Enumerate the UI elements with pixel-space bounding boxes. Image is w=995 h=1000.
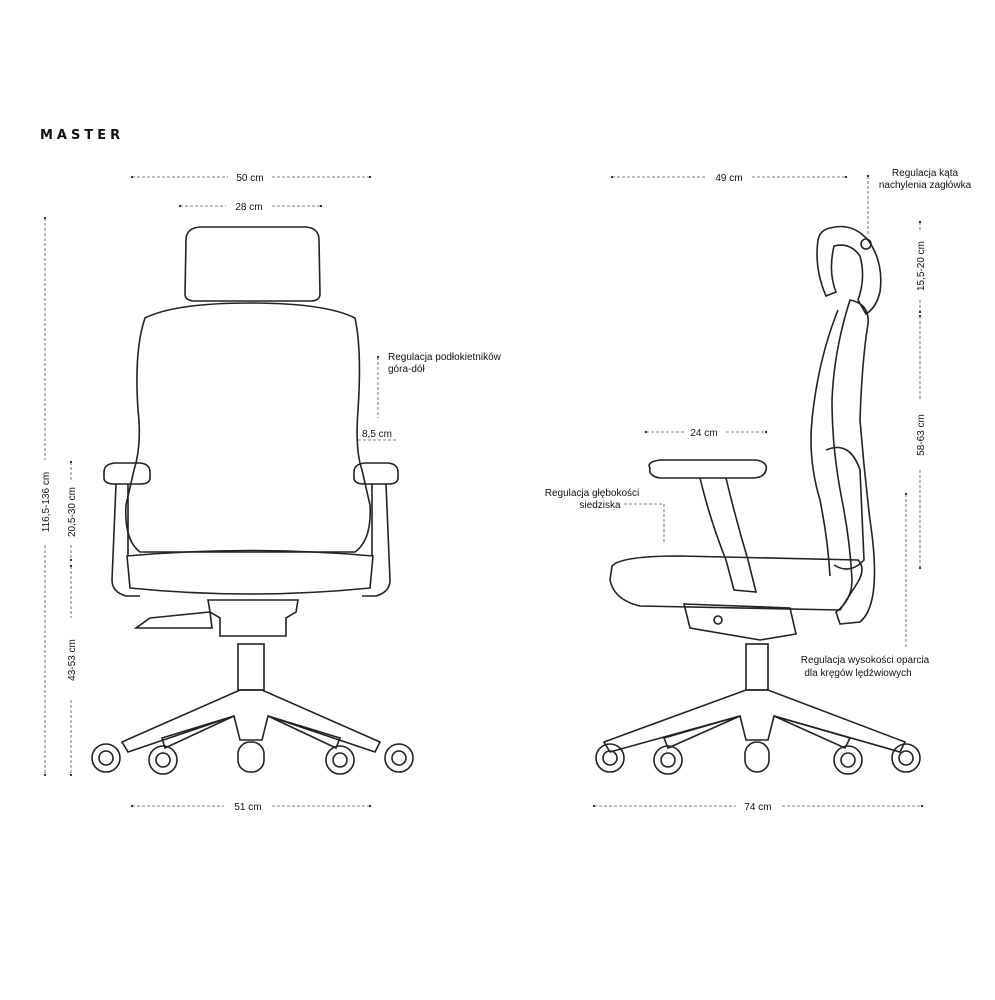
front-total-height-label: 116,5-136 cm — [41, 472, 52, 532]
front-armrest-adjust-label-2: góra-dół — [388, 364, 425, 375]
front-caster-4 — [325, 745, 355, 775]
brand-title: MASTER — [40, 128, 125, 143]
front-base — [120, 689, 382, 753]
front-armrest-pad-width-label: 8,5 cm — [362, 429, 392, 440]
front-seat-height-label: 43-53 cm — [67, 639, 78, 681]
front-caster-3 — [237, 741, 265, 773]
side-lumbar-label-1: Regulacja wysokości oparcia — [801, 655, 930, 666]
side-backrest — [831, 299, 876, 625]
front-caster-2 — [148, 745, 178, 775]
front-base-width-label: 51 cm — [234, 802, 261, 813]
front-armrest-height-label: 20,5-30 cm — [67, 487, 78, 537]
front-armrest-right — [353, 462, 399, 485]
side-headrest-angle-label-1: Regulacja kąta — [892, 168, 959, 179]
side-caster-5 — [891, 743, 921, 773]
front-caster-1 — [91, 743, 121, 773]
side-view-chair — [595, 225, 921, 775]
front-caster-5 — [384, 743, 414, 773]
side-armrest-depth-label: 24 cm — [690, 428, 717, 439]
side-headrest-angle-label-2: nachylenia zagłówka — [879, 180, 972, 191]
front-headrest — [184, 226, 321, 302]
side-gas-lift — [745, 643, 769, 691]
front-seat — [126, 549, 374, 595]
front-backrest — [124, 302, 372, 553]
front-mechanism — [207, 599, 299, 637]
side-caster-1 — [595, 743, 625, 773]
front-gas-lift — [237, 643, 265, 691]
side-seat-depth-label-2: siedziska — [579, 500, 621, 511]
side-base — [602, 689, 907, 753]
side-seat-depth-label-1: Regulacja głębokości — [545, 488, 640, 499]
side-mechanism — [682, 603, 797, 641]
front-headrest-width-label: 28 cm — [235, 202, 262, 213]
side-backrest-height-label: 58-63 cm — [916, 414, 927, 456]
side-headrest — [816, 225, 882, 316]
side-armrest — [648, 459, 768, 479]
side-total-depth-label: 49 cm — [715, 173, 742, 184]
front-view-chair — [91, 226, 414, 775]
front-total-width-label: 50 cm — [236, 173, 263, 184]
front-armrest-adjust-label-1: Regulacja podłokietników — [388, 352, 502, 363]
side-caster-4 — [833, 745, 863, 775]
front-armrest-left — [103, 462, 151, 485]
side-seat — [609, 555, 863, 611]
side-caster-3 — [744, 741, 770, 773]
side-caster-2 — [653, 745, 683, 775]
side-base-width-label: 74 cm — [744, 802, 771, 813]
side-lumbar-label-2: dla kręgów lędźwiowych — [804, 668, 911, 679]
side-headrest-height-label: 15,5-20 cm — [916, 241, 927, 291]
